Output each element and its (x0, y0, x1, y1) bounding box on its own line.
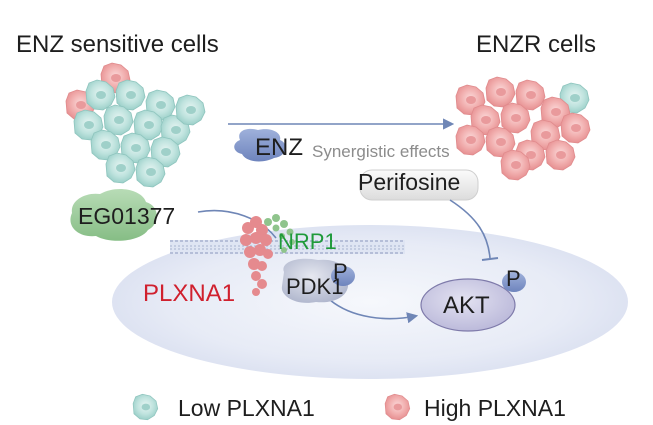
perifosine-label: Perifosine (358, 169, 461, 195)
legend-low-plxna1-icon (132, 393, 159, 421)
enzr-cell-cluster (455, 76, 591, 181)
enz-sensitive-cells-label: ENZ sensitive cells (16, 31, 219, 58)
pdk1-shape (281, 258, 349, 303)
enz-label: ENZ (255, 134, 303, 161)
legend-high-plxna1-label: High PLXNA1 (424, 395, 566, 421)
perifosine-box (359, 169, 479, 201)
akt-phosphate-shape (502, 272, 526, 292)
membrane-bilayer (170, 240, 405, 254)
akt-phospho-label: P (506, 266, 521, 291)
legend-high-plxna1-icon (384, 393, 411, 421)
eg01377-inhibition-line (197, 209, 277, 239)
akt-label: AKT (443, 292, 490, 319)
perifosine-inhibition-bar (481, 257, 499, 261)
legend-low-plxna1-label: Low PLXNA1 (178, 395, 315, 421)
eg01377-label: EG01377 (78, 203, 176, 229)
nrp1-label: NRP1 (278, 229, 337, 254)
enz-drug-shape (234, 128, 286, 162)
cell-membrane-ellipse (112, 225, 628, 379)
akt-shape (420, 278, 516, 332)
enz-sensitive-cell-cluster (65, 62, 206, 188)
perifosine-inhibition-line (449, 199, 491, 259)
eg01377-shape (70, 188, 157, 241)
pdk1-label: PDK1 (286, 274, 344, 299)
nrp1-protein (264, 214, 295, 253)
enzr-cells-label: ENZR cells (476, 31, 597, 58)
synergistic-effects-label: Synergistic effects (312, 142, 450, 161)
pdk1-to-akt-arrow (329, 299, 419, 324)
plxna1-label: PLXNA1 (143, 280, 236, 307)
pdk1-phospho-label: P (333, 259, 348, 284)
pdk1-phosphate-shape (331, 266, 355, 286)
plxna1-protein (240, 216, 273, 296)
